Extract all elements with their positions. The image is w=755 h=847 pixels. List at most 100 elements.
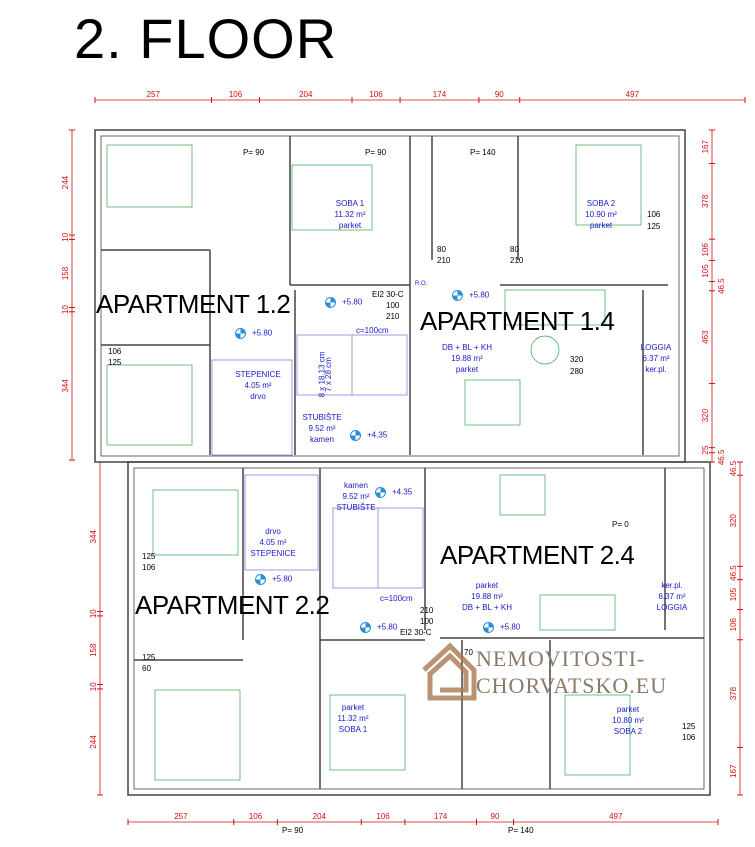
dimension-label: 106 bbox=[249, 812, 263, 821]
room-name: STEPENICE bbox=[250, 549, 296, 558]
door-fire-rating: EI2 30-C bbox=[372, 290, 404, 299]
floor-title: 2. FLOOR bbox=[74, 7, 338, 70]
door-width: 100 bbox=[420, 617, 434, 626]
door-dim: 280 bbox=[570, 367, 584, 376]
window-dim: 125 bbox=[142, 552, 156, 561]
dimension-label: 378 bbox=[701, 194, 710, 208]
dimension-label: 106 bbox=[376, 812, 390, 821]
dimension-label: 344 bbox=[89, 530, 98, 544]
room-area: 6.37 m² bbox=[658, 592, 686, 601]
stairs bbox=[211, 334, 424, 589]
room-name: LOGGIA bbox=[640, 343, 672, 352]
room-area: 11.32 m² bbox=[334, 210, 366, 219]
dimension-label: 320 bbox=[729, 514, 738, 528]
sill-label: P= 90 bbox=[282, 826, 304, 835]
room-floor: ker.pl. bbox=[645, 365, 667, 374]
dimension-label: 10 bbox=[61, 305, 70, 314]
room-area: 11.32 m² bbox=[337, 714, 369, 723]
dimension-label: 106 bbox=[701, 243, 710, 257]
room-name: SOBA 2 bbox=[613, 727, 643, 736]
level-marker: +5.80 bbox=[255, 574, 292, 585]
room-name: STUBIŠTE bbox=[336, 503, 376, 512]
room-area: 19.88 m² bbox=[451, 354, 483, 363]
dimension-label: 10 bbox=[89, 682, 98, 691]
room-area: 6.37 m² bbox=[642, 354, 670, 363]
apartment-label-2-4: APARTMENT 2.4 bbox=[440, 540, 635, 570]
window-dim: 125 bbox=[682, 722, 696, 731]
dimension-label: 497 bbox=[609, 812, 623, 821]
dimension-label: 257 bbox=[147, 90, 161, 99]
dimension-label: 244 bbox=[89, 735, 98, 749]
level-marker: +5.80 bbox=[235, 328, 272, 339]
dimension-label: 344 bbox=[61, 379, 70, 393]
dimension-label: 105 bbox=[729, 587, 738, 601]
window-dim: 106 bbox=[647, 210, 661, 219]
level-marker: +5.80 bbox=[483, 622, 520, 633]
room-area: 4.05 m² bbox=[259, 538, 287, 547]
dimension-label: 204 bbox=[299, 90, 313, 99]
dimension-label: 10 bbox=[61, 232, 70, 241]
room-floor: kamen bbox=[343, 481, 368, 490]
room-name: SOBA 2 bbox=[586, 199, 616, 208]
level-marker: +5.80 bbox=[452, 290, 489, 301]
room-floor: parket bbox=[475, 581, 499, 590]
dimension-label: 106 bbox=[229, 90, 243, 99]
dimension-label: 244 bbox=[61, 175, 70, 189]
room-area: 9.52 m² bbox=[342, 492, 370, 501]
sill-label: P= 0 bbox=[612, 520, 629, 529]
room-area: 10.80 m² bbox=[612, 716, 644, 725]
door-width: 100 bbox=[386, 301, 400, 310]
level-value: +5.80 bbox=[377, 622, 398, 632]
house-logo-icon bbox=[422, 642, 477, 701]
level-value: +5.80 bbox=[252, 328, 273, 338]
dimension-label: 25 bbox=[701, 445, 710, 454]
stair-treads: 7 x 28 cm bbox=[323, 357, 333, 392]
dimension-label: 257 bbox=[174, 812, 188, 821]
ro-label: R.O. bbox=[415, 281, 428, 287]
window-dim: 106 bbox=[682, 733, 696, 742]
room-area: 19.88 m² bbox=[471, 592, 503, 601]
dimension-label: 167 bbox=[701, 140, 710, 154]
sill-label: P= 90 bbox=[365, 148, 387, 157]
level-marker: +5.80 bbox=[360, 622, 397, 633]
door-dim: 80 bbox=[510, 245, 519, 254]
window-dim: 125 bbox=[647, 222, 661, 231]
room-floor: kamen bbox=[309, 435, 334, 444]
level-value: +5.80 bbox=[469, 290, 490, 300]
window-dim: 60 bbox=[142, 664, 151, 673]
window-dim: 125 bbox=[108, 358, 122, 367]
stair-width: c=100cm bbox=[356, 326, 389, 335]
level-value: +5.80 bbox=[342, 297, 363, 307]
lower-building bbox=[127, 461, 711, 796]
dimension-label: 46.5 bbox=[717, 449, 726, 465]
level-value: +4.35 bbox=[392, 487, 413, 497]
dimension-label: 106 bbox=[369, 90, 383, 99]
level-marker: +4.35 bbox=[375, 487, 412, 498]
room-floor: parket bbox=[455, 365, 479, 374]
apartment-label-2-2: APARTMENT 2.2 bbox=[135, 590, 330, 620]
stair-width: c=100cm bbox=[380, 594, 413, 603]
room-floor: parket bbox=[589, 221, 613, 230]
apartment-label-1-4: APARTMENT 1.4 bbox=[420, 306, 615, 336]
door-dim: 210 bbox=[510, 256, 524, 265]
level-icon bbox=[483, 622, 494, 633]
level-icon bbox=[452, 290, 463, 301]
dimension-label: 174 bbox=[434, 812, 448, 821]
room-name: LOGGIA bbox=[656, 603, 688, 612]
dimension-label: 174 bbox=[433, 90, 447, 99]
room-name: DB + BL + KH bbox=[462, 603, 512, 612]
window-dim: 125 bbox=[142, 653, 156, 662]
level-value: +5.80 bbox=[500, 622, 521, 632]
level-icon bbox=[255, 574, 266, 585]
room-name: DB + BL + KH bbox=[442, 343, 492, 352]
door-dim: 80 bbox=[437, 245, 446, 254]
upper-building bbox=[94, 129, 686, 463]
